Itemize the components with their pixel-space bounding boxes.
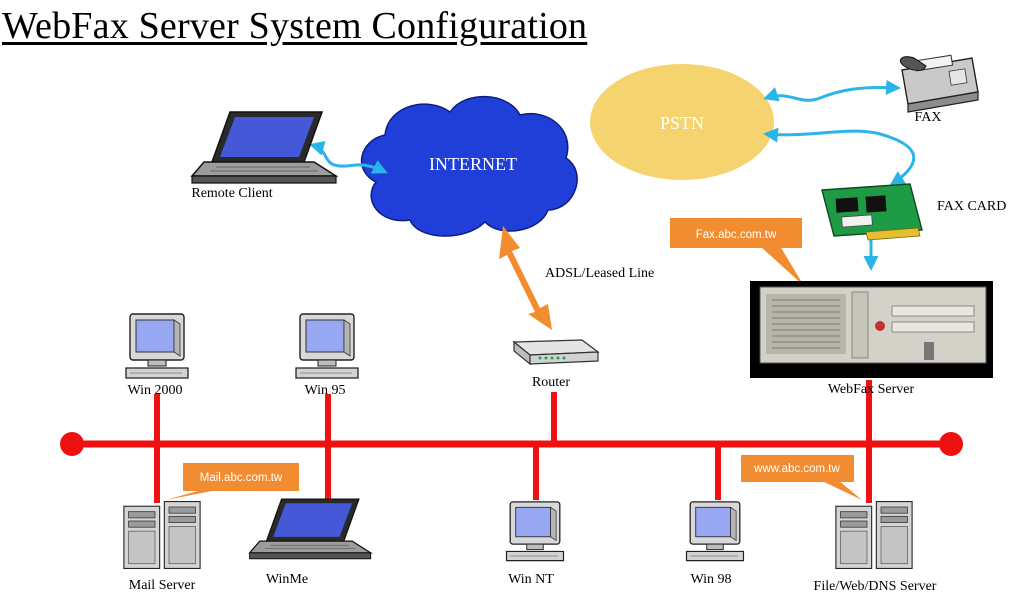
pc-winnt: Win NT: [505, 501, 565, 587]
internet-label: INTERNET: [429, 154, 517, 174]
callout-fax-host: Fax.abc.com.tw: [670, 218, 804, 286]
cyan-links: [309, 79, 916, 271]
router-label: Router: [532, 375, 570, 390]
win98-label: Win 98: [690, 572, 731, 587]
fax-card: FAX CARD: [821, 183, 1006, 241]
callout-www-host: www.abc.com.tw: [741, 455, 862, 500]
winme-label: WinMe: [266, 572, 308, 587]
win2000-label: Win 2000: [127, 383, 182, 398]
pc-win95: Win 95: [295, 313, 359, 398]
callout-www-host-label: www.abc.com.tw: [753, 463, 840, 475]
monitor-icon: [505, 501, 565, 562]
fax-card-icon: [821, 183, 923, 241]
fax-machine: FAX: [899, 54, 979, 125]
internet-cloud: INTERNET: [360, 95, 578, 237]
fax-label: FAX: [915, 110, 942, 125]
server-icon: [123, 500, 201, 570]
pstn-label: PSTN: [660, 113, 704, 133]
monitor-icon: [295, 313, 359, 379]
fax-card-label: FAX CARD: [937, 199, 1006, 214]
remote-client: Remote Client: [191, 111, 337, 201]
monitor-icon: [685, 501, 745, 562]
mail-server-label: Mail Server: [129, 578, 196, 593]
file-server-label: File/Web/DNS Server: [814, 579, 937, 594]
fax-icon: [899, 54, 979, 113]
link-remote-internet: [309, 140, 388, 174]
webfax-server: WebFax Server: [750, 281, 993, 397]
lan-backbone: [60, 380, 963, 503]
link-pstn-fax: [763, 79, 901, 102]
router-icon: [512, 339, 600, 366]
link-pstn-faxcard: [763, 127, 916, 186]
callout-fax-host-label: Fax.abc.com.tw: [696, 229, 777, 241]
backbone-end-left: [60, 432, 84, 456]
pc-win98: Win 98: [685, 501, 745, 587]
adsl-arrow: ADSL/Leased Line: [499, 226, 654, 330]
pc-win2000: Win 2000: [125, 313, 189, 398]
backbone-end-right: [939, 432, 963, 456]
file-web-dns-server: File/Web/DNS Server: [814, 500, 937, 594]
webfax-server-icon: [759, 286, 987, 364]
laptop-icon: [191, 111, 337, 184]
pstn-cloud: PSTN: [590, 64, 774, 180]
router: Router: [512, 339, 600, 390]
laptop-icon: [249, 498, 372, 560]
callout-mail-host-label: Mail.abc.com.tw: [200, 472, 283, 484]
winnt-label: Win NT: [508, 572, 554, 587]
win95-label: Win 95: [304, 383, 345, 398]
monitor-icon: [125, 313, 189, 379]
pc-winme: WinMe: [249, 498, 372, 587]
remote-client-label: Remote Client: [191, 186, 272, 201]
adsl-label: ADSL/Leased Line: [545, 266, 654, 281]
callout-mail-host: Mail.abc.com.tw: [166, 463, 299, 500]
webfax-server-label: WebFax Server: [828, 382, 915, 397]
mail-server: Mail Server: [123, 500, 201, 593]
page-title: WebFax Server System Configuration: [2, 5, 588, 47]
server-icon: [835, 500, 913, 570]
